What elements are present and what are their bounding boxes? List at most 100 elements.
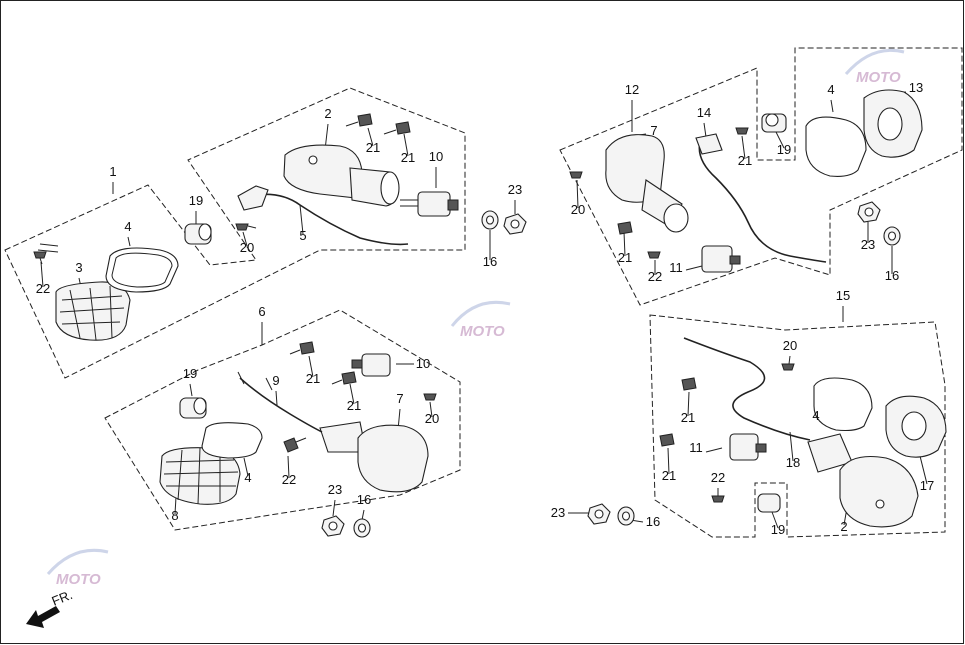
part-9-wire-harness — [237, 371, 323, 433]
part-22-screw-c — [647, 251, 661, 259]
callout-9: 9 — [272, 373, 279, 388]
leader-lines — [40, 91, 928, 529]
part-23-nut — [503, 213, 527, 235]
part-8-lens — [159, 447, 241, 505]
callout-19: 19 — [183, 366, 197, 381]
part-20-screw-b — [423, 393, 437, 401]
callout-22: 22 — [36, 281, 50, 296]
callout-23: 23 — [328, 482, 342, 497]
callout-21: 21 — [618, 250, 632, 265]
part-21-screw-f — [617, 221, 633, 235]
part-19-socket-b — [179, 397, 207, 419]
part-4-gasket-c — [805, 116, 867, 177]
callout-13: 13 — [909, 80, 923, 95]
part-5-wire-harness — [237, 185, 409, 246]
callout-8: 8 — [171, 508, 178, 523]
part-14-wire-harness — [695, 133, 827, 263]
part-19-socket-c — [761, 113, 787, 133]
callout-12: 12 — [625, 82, 639, 97]
callout-19: 19 — [777, 142, 791, 157]
front-direction-arrow: FR. — [26, 587, 75, 628]
group-outline-12 — [559, 47, 963, 306]
part-23-nut-c — [857, 201, 881, 223]
callout-4: 4 — [124, 219, 131, 234]
callout-numbers: 1234567891010419192020212121212222232316… — [36, 80, 934, 537]
callout-22: 22 — [648, 269, 662, 284]
part-10-bulb-b — [351, 353, 391, 377]
part-10-bulb — [400, 191, 459, 217]
part-13-reflector — [863, 89, 923, 158]
part-21-screw-a — [345, 113, 373, 127]
part-21-screw-b — [383, 121, 411, 135]
svg-text:MOTO: MOTO — [56, 571, 101, 588]
callout-16: 16 — [885, 268, 899, 283]
part-22-screw — [33, 243, 59, 265]
callout-21: 21 — [401, 150, 415, 165]
part-21-screw-d — [331, 371, 357, 385]
part-2-housing-d — [807, 433, 919, 528]
part-7-housing-c — [605, 134, 689, 233]
callout-2: 2 — [324, 106, 331, 121]
callout-20: 20 — [571, 202, 585, 217]
callout-19: 19 — [771, 522, 785, 537]
callout-20: 20 — [783, 338, 797, 353]
callout-6: 6 — [258, 304, 265, 319]
part-20-screw-d — [781, 363, 795, 371]
callout-4: 4 — [244, 470, 251, 485]
callout-11: 11 — [689, 440, 703, 455]
callout-21: 21 — [738, 153, 752, 168]
callout-15: 15 — [836, 288, 850, 303]
part-4-gasket-b — [201, 422, 263, 459]
callout-10: 10 — [429, 149, 443, 164]
callout-21: 21 — [347, 398, 361, 413]
part-16-washer — [481, 210, 499, 230]
callout-7: 7 — [650, 123, 657, 138]
callout-11: 11 — [669, 260, 683, 275]
part-2-housing — [283, 144, 400, 207]
svg-text:MOTO: MOTO — [460, 323, 505, 340]
part-21-screw-h — [659, 433, 675, 447]
callout-10: 10 — [416, 356, 430, 371]
callout-21: 21 — [306, 371, 320, 386]
part-16-washer-c — [883, 226, 901, 246]
callout-21: 21 — [366, 140, 380, 155]
callout-20: 20 — [425, 411, 439, 426]
part-4-gasket — [105, 247, 179, 293]
callout-17: 17 — [920, 478, 934, 493]
part-18-wire-harness — [683, 337, 811, 441]
part-7-housing — [319, 421, 429, 493]
part-16-washer-d — [617, 506, 635, 526]
callout-16: 16 — [646, 514, 660, 529]
callout-23: 23 — [551, 505, 565, 520]
group-outline-15 — [649, 314, 946, 538]
callout-1: 1 — [109, 164, 116, 179]
part-22-screw-d — [711, 495, 725, 503]
callout-14: 14 — [697, 105, 711, 120]
part-19-socket-d — [757, 493, 781, 513]
part-20-screw-c — [569, 171, 583, 179]
part-3-lens — [55, 281, 131, 341]
part-17-reflector — [885, 395, 947, 458]
svg-text:MOTO: MOTO — [856, 69, 901, 86]
part-21-screw-g — [681, 377, 697, 391]
callout-4: 4 — [812, 408, 819, 423]
callout-19: 19 — [189, 193, 203, 208]
part-11-bulb — [701, 245, 741, 273]
part-16-washer-b — [353, 518, 371, 538]
callout-20: 20 — [240, 240, 254, 255]
callout-5: 5 — [299, 228, 306, 243]
callout-3: 3 — [75, 260, 82, 275]
callout-4: 4 — [827, 82, 834, 97]
group-outline-6 — [104, 309, 461, 531]
callout-21: 21 — [662, 468, 676, 483]
watermark-logo-middle: MOTO — [450, 300, 511, 340]
callout-22: 22 — [282, 472, 296, 487]
callout-7: 7 — [396, 391, 403, 406]
part-19-socket — [184, 223, 212, 245]
part-20-screw — [235, 223, 257, 231]
callout-16: 16 — [483, 254, 497, 269]
callout-16: 16 — [357, 492, 371, 507]
